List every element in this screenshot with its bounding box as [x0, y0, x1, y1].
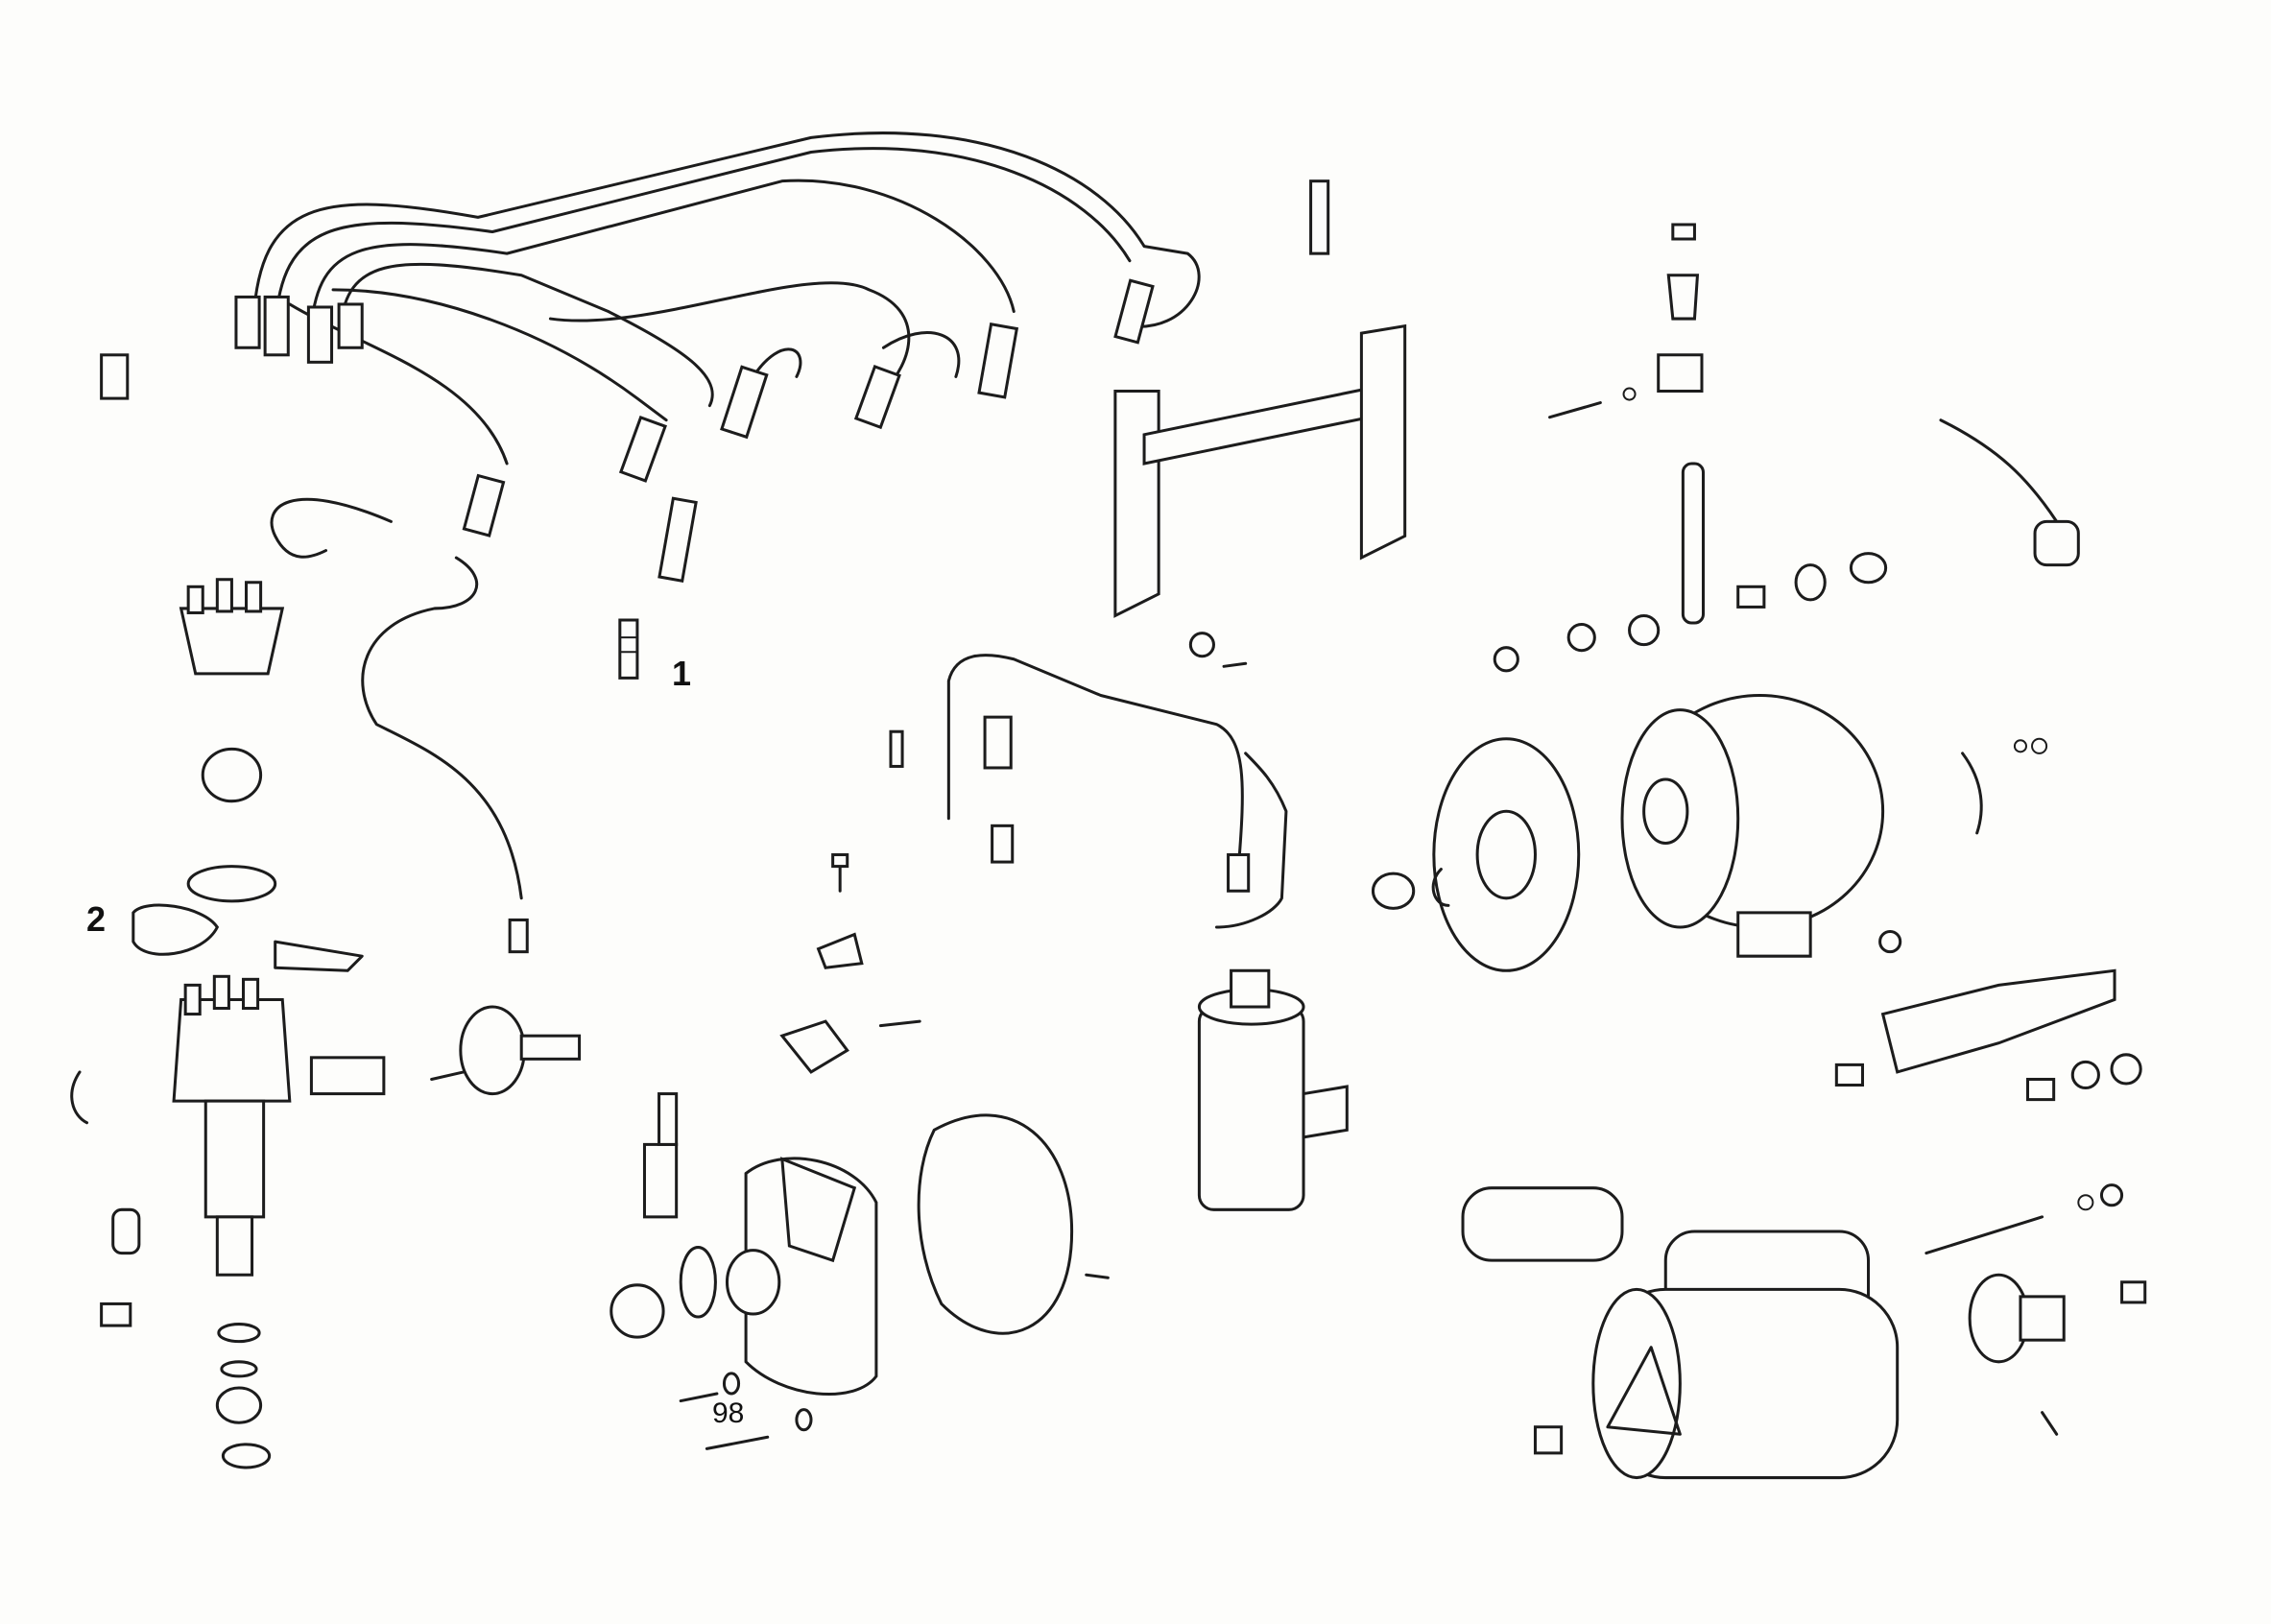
drive-housing [610, 1092, 1074, 1450]
ignition-coil [1197, 968, 1349, 1211]
distributor-parts [70, 578, 386, 1469]
starter-motor [1461, 1183, 2147, 1480]
coil-wire [946, 654, 1288, 929]
small-hardware [779, 715, 1110, 1279]
callout-bolt: 98 [712, 1397, 745, 1429]
spark-plug [618, 618, 639, 680]
right-hardware [1493, 223, 2142, 1102]
callout-contact-breaker: 2 [86, 899, 107, 939]
callout-spark-plug: 1 [672, 654, 692, 693]
terminal-bracket [1113, 179, 1407, 668]
alternator [1371, 693, 1885, 972]
vacuum-advance-unit [430, 1005, 582, 1096]
ignition-wire-harness [100, 131, 1201, 583]
vacuum-line [270, 497, 529, 954]
